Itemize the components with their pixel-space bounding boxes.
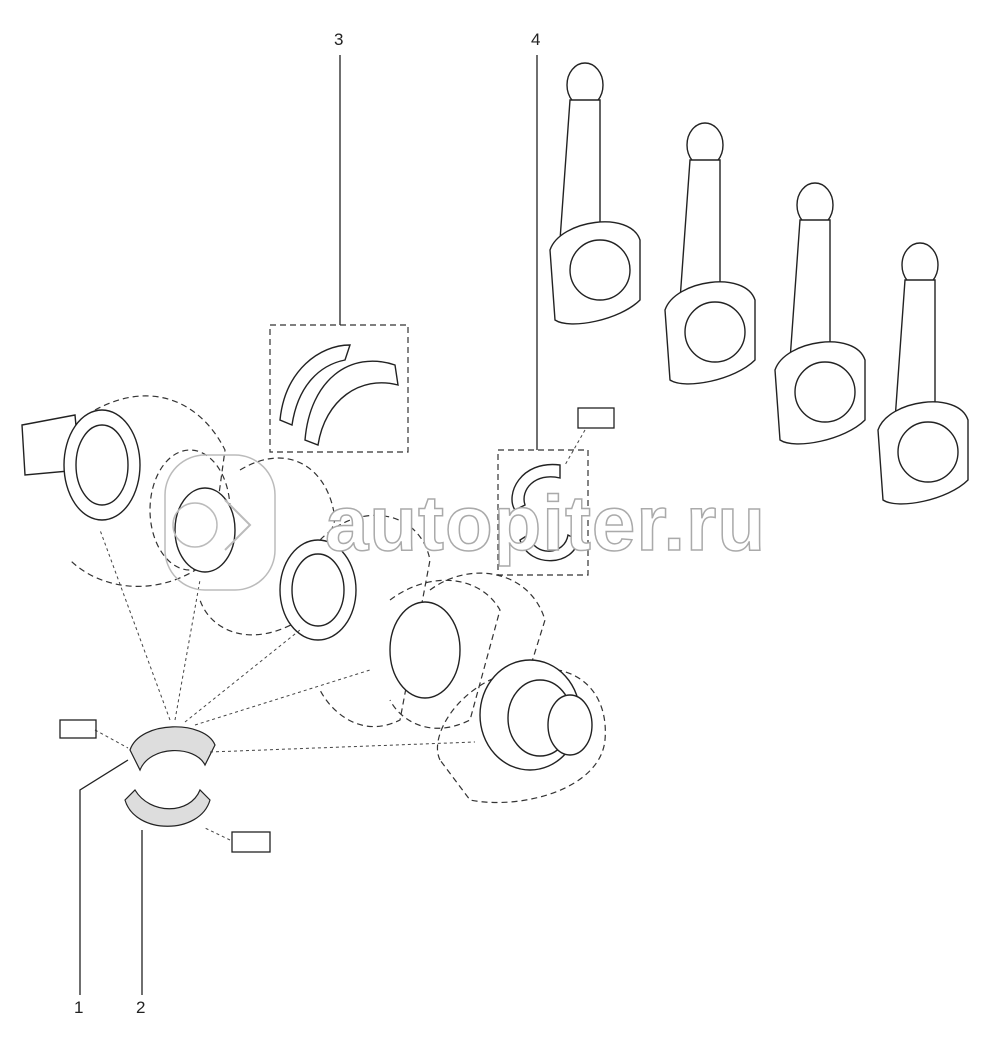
thrust-washers: [269, 324, 409, 453]
callout-1: 1: [74, 998, 84, 1017]
callout-2: 2: [136, 998, 146, 1017]
leader-lines: [79, 55, 538, 995]
callout-4: 4: [531, 30, 541, 49]
conrod-bearing-shells: [497, 449, 589, 576]
watermark-logo: [164, 454, 276, 591]
connecting-rods: [549, 62, 969, 505]
callout-boxes: [59, 407, 615, 853]
crankshaft: [21, 395, 606, 804]
watermark-text: autopiter.ru: [324, 478, 767, 568]
assembly-lines: [94, 429, 586, 841]
callout-3: 3: [334, 30, 344, 49]
main-bearing-shells: [124, 726, 216, 827]
